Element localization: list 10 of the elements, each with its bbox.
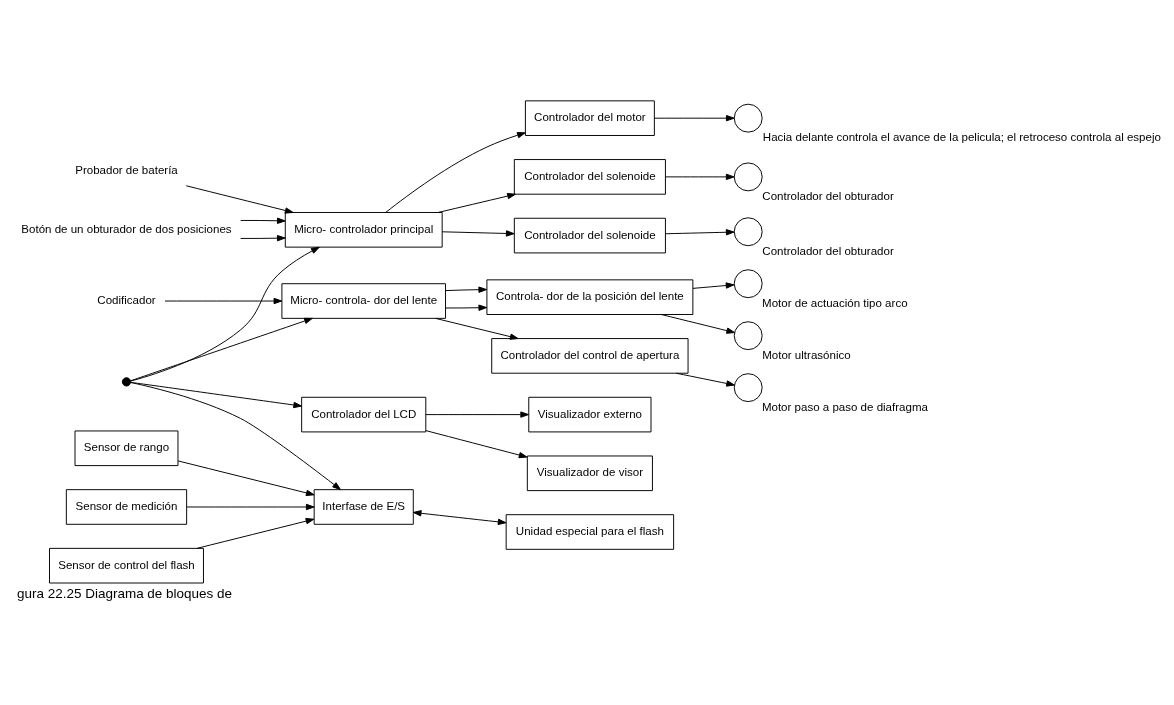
node-label: Controlador del obturador [762, 244, 894, 257]
node-label: Motor de actuación tipo arco [762, 296, 908, 309]
node-text: Probador de batería [75, 163, 178, 176]
node-label: Controlador del obturador [762, 189, 894, 202]
caption: gura 22.25 Diagrama de bloques de [17, 585, 233, 601]
node-label: Motor paso a paso de diafragma [761, 400, 928, 413]
node-label: Motor ultrasónico [762, 348, 851, 361]
node-text: Botón de un obturador de dos posiciones [21, 222, 232, 235]
node-label: Hacia delante controla el avance de la pelicula; el retroceso controla al espejo [762, 130, 1161, 143]
node-text: Codificador [97, 293, 156, 306]
